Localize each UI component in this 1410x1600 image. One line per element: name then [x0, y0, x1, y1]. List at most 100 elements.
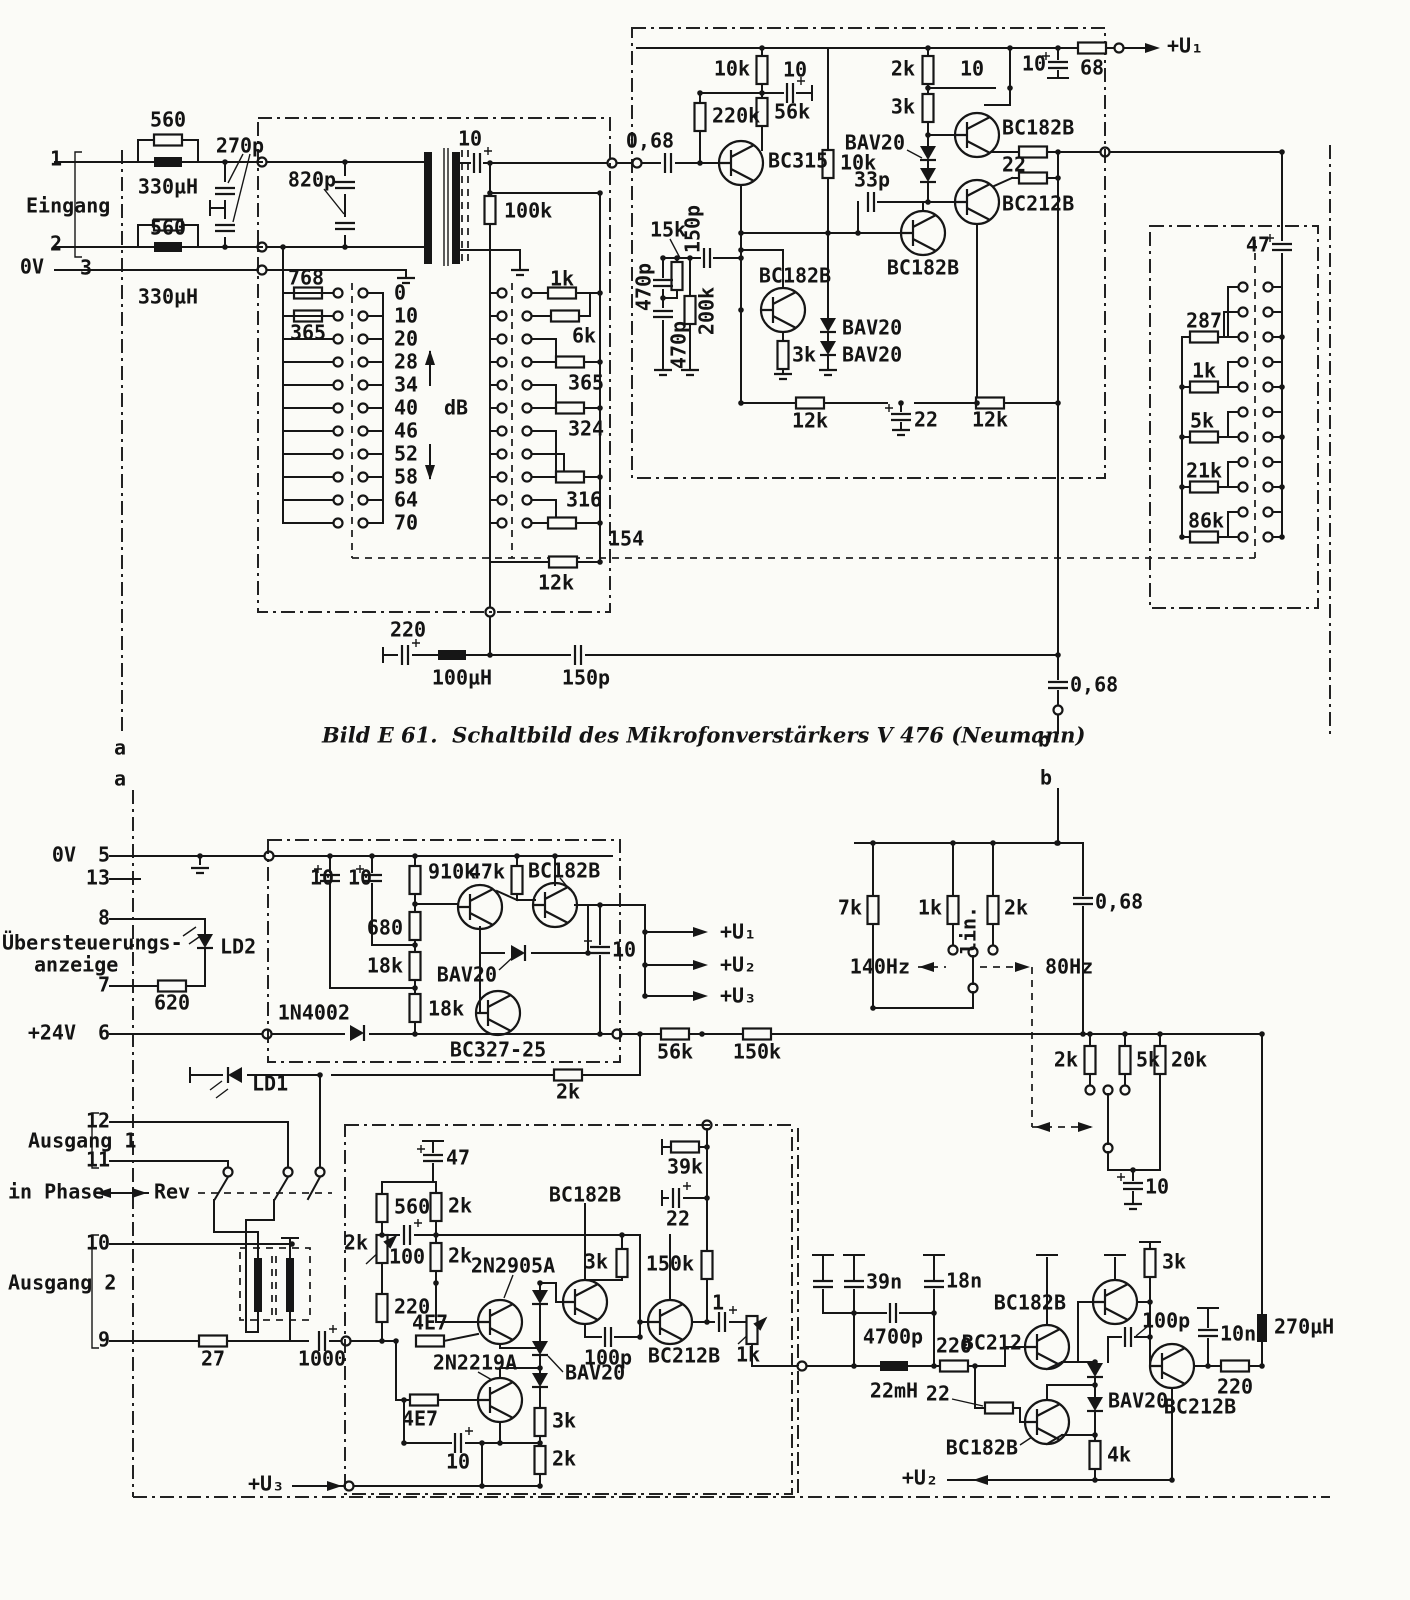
label-365: 365 — [290, 321, 326, 345]
label-324: 324 — [568, 417, 604, 441]
label-220: 220 — [394, 1295, 430, 1319]
label-820p: 820p — [288, 168, 336, 192]
label-150p: 150p — [562, 666, 610, 690]
transistor-bc182b — [561, 1278, 609, 1326]
label-3k: 3k — [584, 1250, 608, 1274]
label-1n4002: 1N4002 — [278, 1001, 350, 1025]
transistor-bc212b — [1148, 1342, 1196, 1390]
label-ld1: LD1 — [252, 1072, 288, 1096]
label-140hz: 140Hz — [850, 955, 910, 979]
label-220: 220 — [1217, 1375, 1253, 1399]
label-150k: 150k — [733, 1040, 781, 1064]
label-0: 0 — [394, 281, 406, 305]
label-27: 27 — [201, 1347, 225, 1371]
ground — [817, 368, 839, 377]
label-1k: 1k — [550, 267, 574, 291]
label-rev: Rev — [154, 1180, 190, 1204]
transistor-bc182b — [531, 881, 579, 929]
label-560: 560 — [150, 108, 186, 132]
ground — [679, 368, 701, 377]
terminal — [967, 982, 979, 994]
label-bav20: BAV20 — [842, 343, 902, 367]
label-4e7: 4E7 — [402, 1407, 438, 1431]
terminal — [484, 606, 496, 618]
label-11: 11 — [86, 1148, 110, 1172]
label-10: 10 — [446, 1450, 470, 1474]
label-10k: 10k — [714, 57, 750, 81]
label-bc212: BC212 — [962, 1331, 1022, 1355]
label-40: 40 — [394, 396, 418, 420]
wires — [54, 47, 1283, 1487]
diode-bav20 — [530, 1288, 550, 1306]
label-3k: 3k — [891, 95, 915, 119]
transistor-bc327-25 — [474, 989, 522, 1037]
label-0v: 0V — [52, 843, 76, 867]
label-1000: 1000 — [298, 1347, 346, 1371]
ground — [509, 268, 531, 277]
label-b: b — [1040, 766, 1052, 790]
label-1k: 1k — [1192, 359, 1216, 383]
label-7: 7 — [98, 973, 110, 997]
label-u: +U₂ — [902, 1466, 938, 1490]
led-ld2 — [195, 932, 215, 950]
ground — [1122, 1202, 1144, 1211]
terminal — [987, 944, 999, 956]
label-470p: 470p — [667, 321, 691, 369]
label-bc315: BC315 — [768, 149, 828, 173]
label-910k: 910k — [428, 860, 476, 884]
label-33p: 33p — [854, 168, 890, 192]
terminal — [631, 157, 643, 169]
label-80hz: 80Hz — [1045, 955, 1093, 979]
label-6: 6 — [98, 1021, 110, 1045]
label-365: 365 — [568, 371, 604, 395]
label-39n: 39n — [866, 1270, 902, 1294]
label-10: 10 — [348, 866, 372, 890]
terminal — [256, 241, 268, 253]
label-680: 680 — [367, 916, 403, 940]
transistor-bc182b — [899, 209, 947, 257]
label-4k: 4k — [1107, 1443, 1131, 1467]
transistor-bc182b — [1091, 1278, 1139, 1326]
terminal — [343, 1480, 355, 1492]
label-100p: 100p — [584, 1346, 632, 1370]
terminal — [701, 1119, 713, 1131]
transistor-bc182b — [953, 111, 1001, 159]
terminal — [947, 944, 959, 956]
transistor-bc182b — [456, 883, 504, 931]
label-068: 0,68 — [1070, 673, 1118, 697]
label-3: 3 — [80, 256, 92, 280]
label-12k: 12k — [538, 571, 574, 595]
label-58: 58 — [394, 465, 418, 489]
label-22: 22 — [1002, 153, 1026, 177]
diode-bav20 — [530, 1371, 550, 1389]
transistor-bc212 — [1023, 1323, 1071, 1371]
label-10: 10 — [458, 127, 482, 151]
label-20k: 20k — [1171, 1048, 1207, 1072]
label-bersteuerungs: Übersteuerungs- — [2, 931, 183, 955]
diode-1n4002 — [348, 1023, 366, 1043]
label-12k: 12k — [972, 408, 1008, 432]
label-6k: 6k — [572, 324, 596, 348]
terminal — [282, 1166, 294, 1178]
label-bav20: BAV20 — [842, 316, 902, 340]
label-068: 0,68 — [626, 129, 674, 153]
diode-bav20 — [818, 339, 838, 357]
label-2n2219a: 2N2219A — [433, 1351, 517, 1375]
terminal — [1102, 1084, 1114, 1096]
label-154: 154 — [608, 527, 644, 551]
label-34: 34 — [394, 373, 418, 397]
label-3k: 3k — [792, 343, 816, 367]
switch-contacts[interactable] — [282, 281, 1283, 543]
label-2k: 2k — [552, 1447, 576, 1471]
label-10k: 10k — [840, 151, 876, 175]
label-ld2: LD2 — [220, 935, 256, 959]
shield-boxes — [121, 27, 1331, 1498]
label-2k: 2k — [1054, 1048, 1078, 1072]
label-eingang: Eingang — [26, 194, 110, 218]
label-287: 287 — [1186, 309, 1222, 333]
label-10: 10 — [310, 866, 334, 890]
label-13: 13 — [86, 866, 110, 890]
label-28: 28 — [394, 350, 418, 374]
input-transformer — [424, 148, 460, 266]
